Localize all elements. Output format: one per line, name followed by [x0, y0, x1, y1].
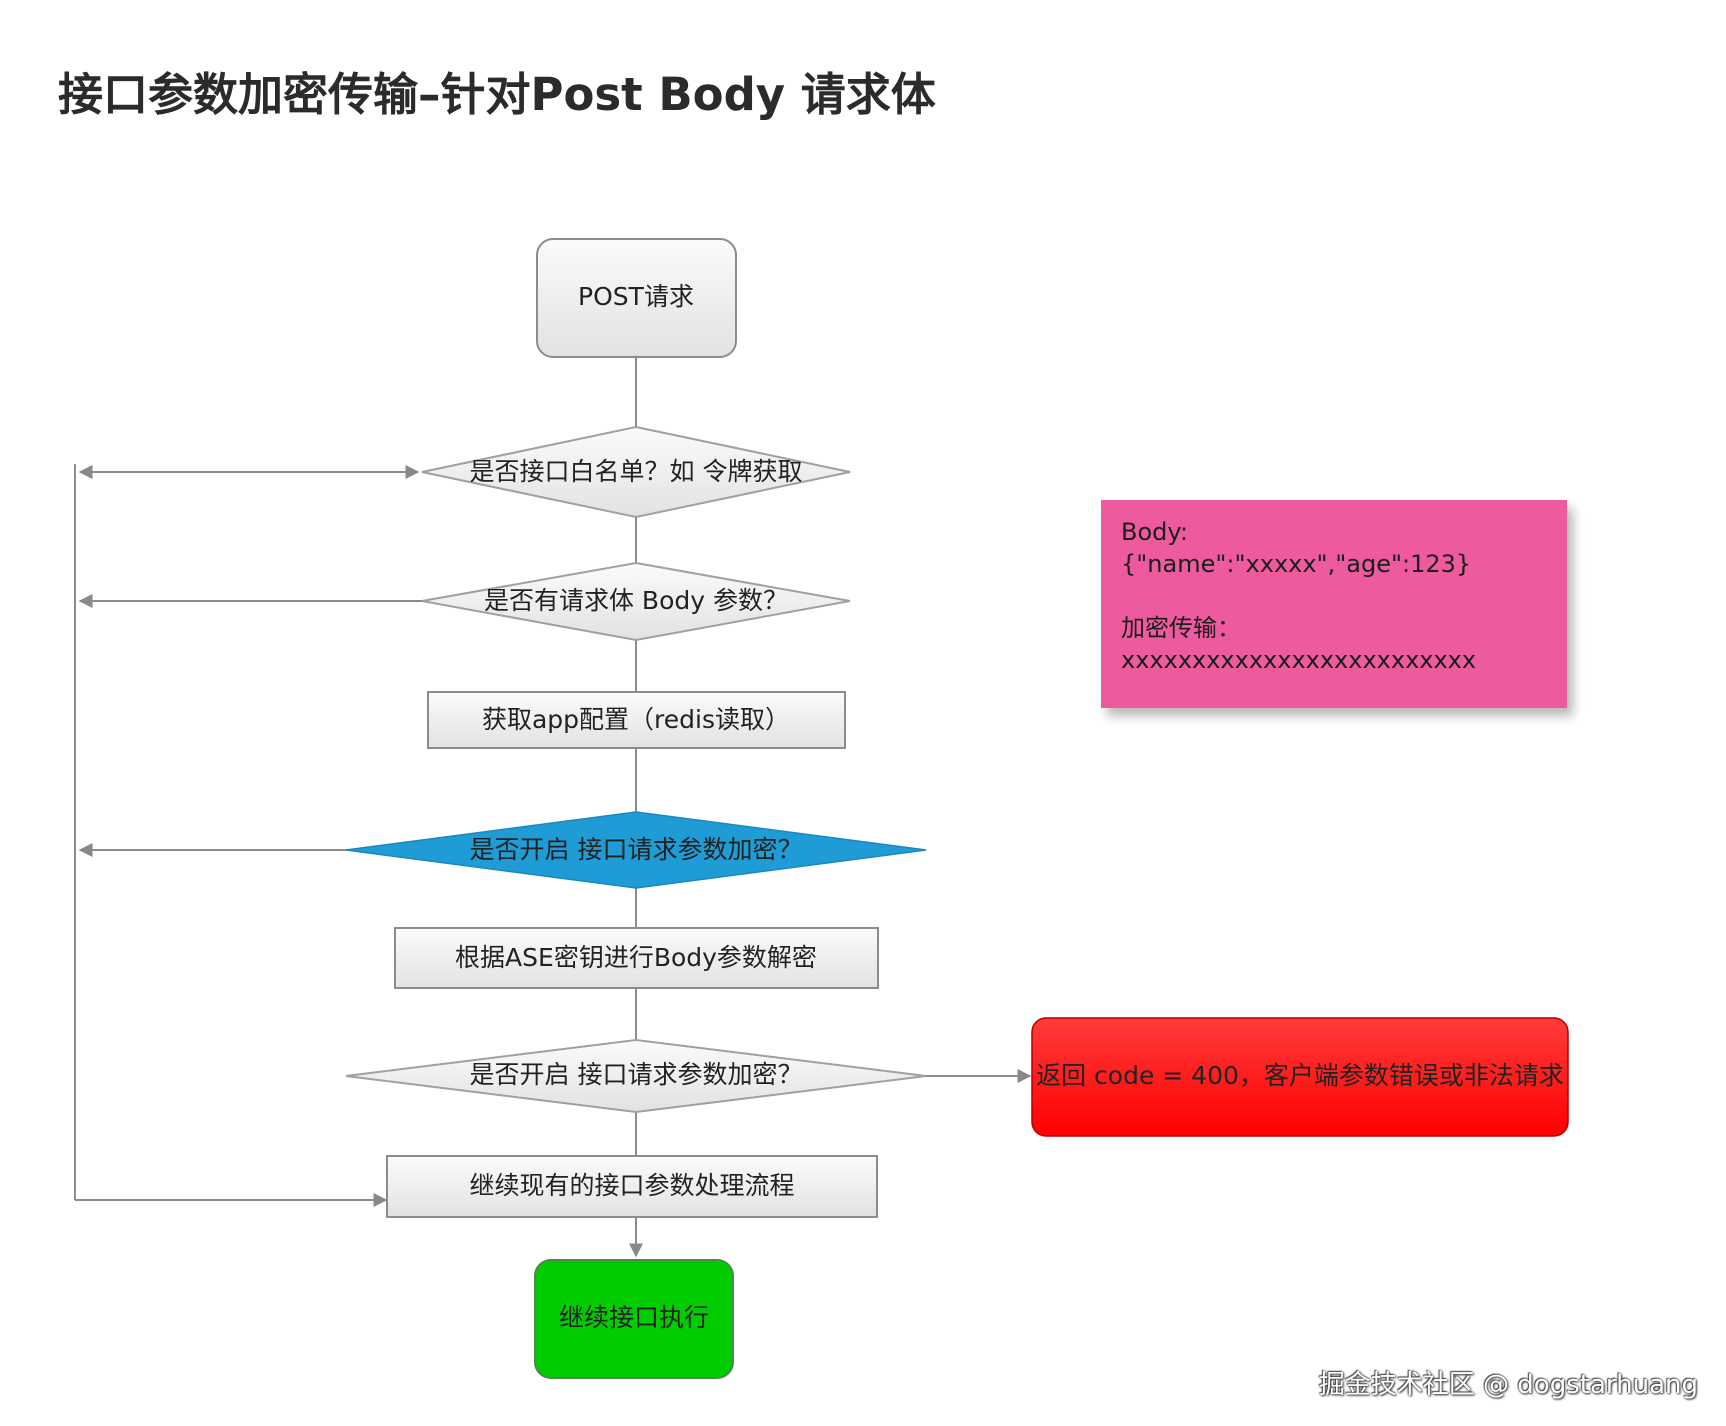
decision-body-label: 是否有请求体 Body 参数？ [484, 586, 788, 615]
note-encrypted-value: xxxxxxxxxxxxxxxxxxxxxxxxx [1121, 646, 1477, 674]
sticky-note: Body: {"name":"xxxxx","age":123} 加密传输： x… [1101, 500, 1567, 708]
decision-whitelist: 是否接口白名单？如 令牌获取 [421, 425, 851, 519]
process-decrypt: 根据ASE密钥进行Body参数解密 [394, 927, 879, 989]
process-decrypt-label: 根据ASE密钥进行Body参数解密 [455, 943, 817, 972]
decision-encrypt-enabled: 是否开启 接口请求参数加密？ [345, 811, 927, 889]
decision-body: 是否有请求体 Body 参数？ [421, 561, 851, 642]
decision-whitelist-label: 是否接口白名单？如 令牌获取 [470, 457, 803, 486]
note-encrypted-label: 加密传输： [1121, 614, 1241, 642]
error-return-node: 返回 code = 400，客户端参数错误或非法请求 [1031, 1017, 1569, 1137]
process-continue-label: 继续现有的接口参数处理流程 [469, 1171, 794, 1200]
page-title: 接口参数加密传输–针对Post Body 请求体 [58, 68, 936, 121]
note-body-label: Body: [1121, 518, 1188, 546]
end-node-label: 继续接口执行 [559, 1303, 709, 1332]
process-get-config: 获取app配置（redis读取） [427, 691, 846, 749]
process-get-config-label: 获取app配置（redis读取） [482, 705, 790, 734]
watermark: 掘金技术社区 @ dogstarhuang [1318, 1370, 1698, 1400]
start-node-label: POST请求 [578, 282, 694, 311]
connectors [74, 357, 1032, 1258]
error-return-label: 返回 code = 400，客户端参数错误或非法请求 [1036, 1061, 1564, 1090]
decision-encrypt-check: 是否开启 接口请求参数加密？ [345, 1038, 927, 1114]
end-node: 继续接口执行 [534, 1259, 734, 1379]
decision-encrypt-check-label: 是否开启 接口请求参数加密？ [470, 1060, 803, 1089]
note-spacer [1121, 580, 1547, 612]
decision-encrypt-enabled-label: 是否开启 接口请求参数加密？ [470, 835, 803, 864]
start-node: POST请求 [536, 238, 737, 358]
note-body-value: {"name":"xxxxx","age":123} [1121, 550, 1472, 578]
process-continue: 继续现有的接口参数处理流程 [386, 1155, 878, 1218]
